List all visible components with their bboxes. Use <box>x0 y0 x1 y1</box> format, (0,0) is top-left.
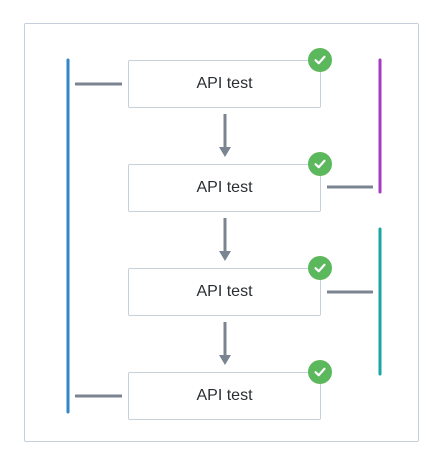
arrow-step-1-to-2 <box>219 114 231 157</box>
step-box-1[interactable]: API test <box>128 60 321 108</box>
step-box-3[interactable]: API test <box>128 268 321 316</box>
step-label: API test <box>196 75 253 92</box>
step-box-2[interactable]: API test <box>128 164 321 212</box>
step-label: API test <box>196 387 253 404</box>
arrow-step-2-to-3 <box>219 218 231 261</box>
check-circle-icon <box>308 360 332 384</box>
arrow-step-3-to-4 <box>219 322 231 365</box>
check-circle-icon <box>308 48 332 72</box>
step-label: API test <box>196 283 253 300</box>
check-circle-icon <box>308 152 332 176</box>
diagram-frame <box>24 23 419 442</box>
check-circle-icon <box>308 256 332 280</box>
step-label: API test <box>196 179 253 196</box>
step-box-4[interactable]: API test <box>128 372 321 420</box>
